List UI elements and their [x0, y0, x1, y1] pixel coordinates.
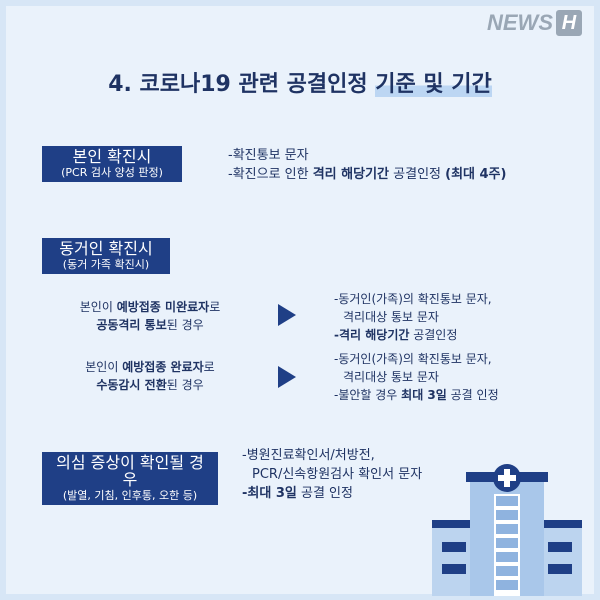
self-desc-line1: -확진통보 문자	[228, 148, 309, 163]
case-unvaccinated-desc: -동거인(가족)의 확진통보 문자, 격리대상 통보 문자 -격리 해당기간 공…	[334, 292, 492, 342]
self-confirmed-title: 본인 확진시	[72, 147, 152, 166]
case-vaccinated: 본인이 예방접종 완료자로 수동감시 전환된 경우	[85, 360, 215, 392]
hospital-icon	[432, 464, 582, 596]
self-confirmed-sub: (PCR 검사 양성 판정)	[61, 165, 163, 179]
symptom-label: 의심 증상이 확인될 경우 (발열, 기침, 인후통, 오한 등)	[42, 452, 218, 506]
title-highlight: 기준 및 기간	[375, 72, 492, 97]
page-title: 4. 코로나19 관련 공결인정 기준 및 기간	[0, 66, 600, 98]
cohabitant-sub: (동거 가족 확진시)	[62, 257, 150, 271]
case-unvaccinated: 본인이 예방접종 미완료자로 공동격리 통보된 경우	[79, 300, 221, 332]
symptom-desc: -병원진료확인서/처방전, PCR/신속항원검사 확인서 문자 -최대 3일 공…	[242, 448, 423, 501]
self-confirmed-desc: -확진통보 문자 -확진으로 인한 격리 해당기간 공결인정 (최대 4주)	[228, 146, 506, 184]
cohabitant-title: 동거인 확진시	[59, 239, 153, 258]
arrow-right-icon	[278, 304, 296, 326]
symptom-title: 의심 증상이 확인될 경우	[56, 453, 204, 489]
logo-mark: H	[556, 10, 582, 36]
cohabitant-confirmed-label: 동거인 확진시 (동거 가족 확진시)	[42, 238, 170, 275]
case-vaccinated-desc: -동거인(가족)의 확진통보 문자, 격리대상 통보 문자 -불안할 경우 최대…	[334, 352, 499, 402]
arrow-right-icon	[278, 366, 296, 388]
news-logo: NEWS H	[487, 10, 582, 36]
symptom-sub: (발열, 기침, 인후통, 오한 등)	[62, 488, 198, 502]
self-desc-line2: -확진으로 인한 격리 해당기간 공결인정 (최대 4주)	[228, 167, 507, 182]
logo-text: NEWS	[487, 10, 553, 35]
self-confirmed-label: 본인 확진시 (PCR 검사 양성 판정)	[42, 146, 182, 183]
title-plain: 4. 코로나19 관련 공결인정	[108, 72, 376, 97]
